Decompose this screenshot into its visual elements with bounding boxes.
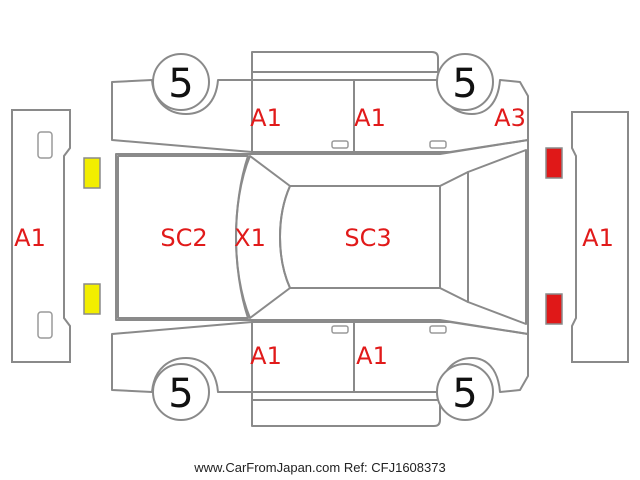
rear-bumper-outline (571, 111, 629, 363)
tailgate-panel (467, 149, 527, 325)
front-bumper-slot-top (37, 131, 53, 159)
code-upper-front-door: A1 (250, 104, 282, 132)
code-lower-front-door: A1 (250, 342, 282, 370)
front-bumper-slot-bottom (37, 311, 53, 339)
tire-rear-left-circle (436, 53, 494, 111)
code-front-bumper: A1 (14, 224, 46, 252)
upper-front-door-handle (331, 140, 349, 149)
car-top-view-body (115, 139, 529, 335)
upper-roof-strip (251, 51, 439, 73)
rear-window (439, 171, 469, 303)
tire-rear-left-value: 5 (452, 61, 477, 107)
tire-rear-right-value: 5 (452, 371, 477, 417)
tire-front-left-value: 5 (168, 61, 193, 107)
code-lower-rear-door: A1 (356, 342, 388, 370)
lower-roof-strip (251, 399, 441, 427)
front-lamp-top (83, 157, 101, 189)
rear-lamp-top (545, 147, 563, 179)
footer-reference: www.CarFromJapan.com Ref: CFJ1608373 (193, 460, 445, 475)
lower-front-door-handle (331, 325, 349, 334)
roof-panel (279, 185, 441, 289)
code-roof: SC3 (344, 224, 391, 252)
rear-lamp-bottom (545, 293, 563, 325)
tire-rear-right-circle (436, 363, 494, 421)
front-bumper-outline (11, 109, 71, 363)
upper-rear-door-handle (429, 140, 447, 149)
tire-front-right-value: 5 (168, 371, 193, 417)
code-upper-rear-quarter: A3 (494, 104, 526, 132)
tire-front-left-circle (152, 53, 210, 111)
tire-front-right-circle (152, 363, 210, 421)
lower-rear-door-handle (429, 325, 447, 334)
code-windshield: X1 (234, 224, 266, 252)
code-rear-bumper: A1 (582, 224, 614, 252)
code-hood: SC2 (160, 224, 207, 252)
code-upper-rear-door: A1 (354, 104, 386, 132)
front-lamp-bottom (83, 283, 101, 315)
